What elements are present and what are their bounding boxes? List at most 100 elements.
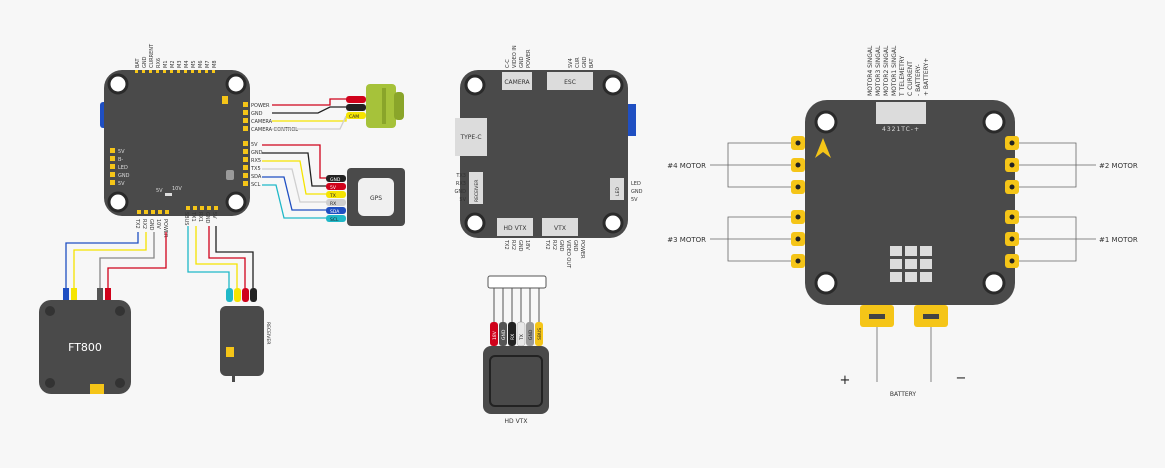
pad-label: SBUS — [183, 212, 189, 225]
pad-label: 5V — [251, 142, 258, 148]
hd-vtx-connector — [497, 218, 533, 236]
motor-label: #1 MOTOR — [1099, 236, 1138, 244]
pad-label: GND — [118, 173, 130, 179]
pad-label: M2 — [170, 61, 176, 69]
gps-module: GPS — [347, 168, 405, 226]
pad-label: - BATTERY- — [915, 64, 922, 96]
mount-hole — [814, 110, 838, 134]
esc-connector — [547, 72, 593, 90]
gps-wire-label: SCL — [330, 217, 339, 223]
receiver-connector-label: RECEIVER — [474, 180, 480, 202]
motor-label: #4 MOTOR — [667, 162, 706, 170]
mount-hole — [982, 110, 1006, 134]
pad-label: 5V — [459, 197, 466, 203]
pad-label: LED — [118, 165, 128, 171]
led-connector — [610, 178, 624, 200]
gps-wire-label: TX — [329, 193, 336, 199]
fc-right-pads-camera: POWER GND CAMERA CAMERA CONTROL — [243, 102, 298, 133]
pad-label: RX1 — [197, 212, 203, 222]
motor-leader-lines — [710, 142, 1096, 262]
pad-label: TX5 — [250, 166, 261, 172]
cable-pin-label: 18V — [492, 330, 498, 340]
pad-label: RX3 — [456, 181, 466, 187]
pad-label: C-C — [505, 59, 511, 68]
pad-label: SDA — [251, 174, 262, 180]
pad-label: POWER — [579, 240, 585, 259]
pad-label: MOTOR2 SINGAL — [883, 45, 890, 96]
pad-label: M7 — [205, 61, 211, 69]
hd-flight-controller-diagram: C-C VIDEO IN GND POWER SV4 CUR GND BAT C… — [455, 45, 643, 425]
pad-label: TX1 — [190, 211, 196, 222]
fc-right-pads-gps: 5V GND RX5 TX5 SDA SCL — [243, 141, 263, 188]
pad-label: TX2 — [134, 218, 140, 229]
pad-label: M1 — [163, 61, 169, 69]
vtx-plug — [63, 288, 111, 300]
esc-board — [805, 100, 1015, 305]
pad-label: 5V — [118, 149, 125, 155]
esc-mosfet-block — [890, 246, 932, 282]
pad-label: RX2 — [510, 240, 516, 250]
hd-rx-pin-labels: TX3 RX3 GND 5V — [455, 173, 467, 203]
pad-label: BAT — [135, 58, 141, 68]
mount-hole — [107, 73, 129, 95]
fc-bottom-labels: TX2 RX2 GND 10V POWER SBUS TX1 RX1 GND 5… — [134, 211, 217, 238]
cable-pin-label: GND — [528, 329, 534, 340]
gps-wire-label: GND — [330, 177, 341, 183]
pad-label: 5V — [631, 197, 638, 203]
pad-label: TX2 — [503, 239, 509, 250]
pad-label: BAT — [589, 58, 595, 68]
hd-vtx-connector-label: HD VTX — [504, 225, 527, 232]
mount-hole — [814, 271, 838, 295]
pad-label: GND — [251, 111, 263, 117]
cable-pin-label: SBUS — [537, 328, 543, 340]
vtx-wires — [65, 232, 167, 288]
pad-label: M6 — [198, 61, 204, 69]
pad-label: + BATTERY+ — [923, 58, 930, 96]
pad-label: RX2 — [551, 240, 557, 250]
pad-label: SV4 — [568, 58, 574, 68]
esc-connector-label: 4321TC-+ — [882, 126, 920, 133]
cam-wire-label: CAM — [349, 114, 359, 120]
pad-label: GND — [519, 56, 525, 68]
pad-label: CUR — [575, 57, 581, 68]
pad-label: M8 — [212, 61, 218, 69]
pad-label: TX2 — [544, 239, 550, 250]
pad-label: POWER — [526, 49, 532, 68]
pad-label: 5V — [118, 181, 125, 187]
gps-wire-label: RX — [330, 201, 336, 207]
mount-hole — [225, 191, 247, 213]
pad-label: GND — [572, 240, 578, 252]
camera-wires — [272, 98, 347, 130]
battery-plus-label: + — [840, 373, 851, 388]
receiver-wires — [187, 226, 254, 288]
vtx-connector — [542, 218, 578, 236]
usb-c-label: TYPE-C — [459, 134, 481, 141]
voltage-label: 5V — [156, 188, 163, 194]
led-connector-label: LED — [615, 187, 621, 196]
pad-label: GND — [631, 189, 643, 195]
camera-connector-label: CAMERA — [504, 79, 530, 86]
mount-hole — [464, 212, 486, 234]
cable-pin-label: RX — [510, 334, 516, 340]
hd-fc-board — [460, 70, 628, 238]
pad-label: RX5 — [251, 158, 261, 164]
pad-label: 5V — [211, 212, 217, 219]
pad-label: MOTOR3 SINGAL — [875, 45, 882, 96]
camera-plug: CAM — [346, 96, 366, 120]
pad-label: VIDEO IN — [512, 45, 518, 68]
pad-label: LED — [631, 181, 641, 187]
pad-label: RX2 — [141, 219, 147, 229]
fc-top-pads — [135, 70, 215, 73]
fc-top-labels: BAT GND CURRENT RX6 M1 M2 M3 M4 M5 M6 M7… — [135, 43, 218, 68]
mount-hole — [225, 73, 247, 95]
pad-label: 10V — [155, 219, 161, 229]
gps-plug: GND 5V TX RX SDA SCL — [326, 175, 346, 223]
pad-label: GND — [455, 189, 467, 195]
receiver-connector — [469, 172, 483, 204]
mount-hole — [602, 74, 624, 96]
vtx-label: FT800 — [68, 341, 102, 354]
analog-vtx: FT800 — [39, 300, 131, 394]
esc-motor-pads-left — [791, 136, 805, 268]
pad-label: GND — [148, 219, 154, 231]
direction-arrow-icon — [815, 138, 831, 158]
